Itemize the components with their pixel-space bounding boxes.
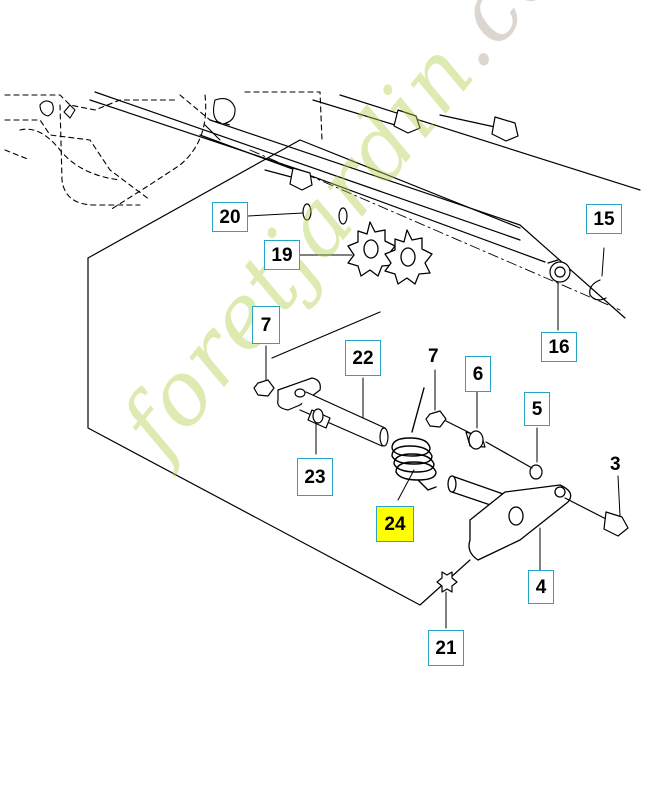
nut-7-left <box>253 379 275 397</box>
star-washer-21 <box>436 571 458 593</box>
callout-21[interactable]: 21 <box>428 630 464 666</box>
frame-left <box>87 257 421 606</box>
bracket-plate <box>277 377 389 447</box>
upper-shaft-line <box>94 91 521 241</box>
leader-lines <box>247 212 621 629</box>
housing-outline <box>4 91 323 211</box>
washer-5 <box>529 464 543 480</box>
callout-7-left[interactable]: 7 <box>252 306 280 344</box>
frame-inner <box>271 311 381 359</box>
lever-arm-4 <box>447 475 572 561</box>
callout-19[interactable]: 19 <box>264 240 300 270</box>
nut-7-right <box>425 410 447 428</box>
sprocket-19b <box>384 229 433 285</box>
bushing-16 <box>547 259 571 283</box>
clip-15 <box>589 279 607 301</box>
bolt-3 <box>564 497 629 537</box>
torsion-spring-24 <box>391 387 437 491</box>
callout-16[interactable]: 16 <box>541 332 577 362</box>
callout-5[interactable]: 5 <box>524 392 550 426</box>
bolt-upper-left <box>264 167 313 191</box>
callout-23[interactable]: 23 <box>297 458 333 496</box>
label-7-right: 7 <box>428 346 439 367</box>
mid-axle-line <box>209 119 626 319</box>
upper-shaft-line-2 <box>89 99 301 171</box>
callout-6[interactable]: 6 <box>465 356 491 392</box>
rear-shaft-line <box>339 94 641 191</box>
callout-24[interactable]: 24 <box>376 506 414 542</box>
callout-15[interactable]: 15 <box>586 204 622 234</box>
label-3: 3 <box>610 454 621 475</box>
callout-4[interactable]: 4 <box>528 570 554 604</box>
callout-20[interactable]: 20 <box>212 202 248 232</box>
washer-20b <box>338 207 348 225</box>
callout-22[interactable]: 22 <box>345 340 381 376</box>
frame-outline <box>87 139 521 259</box>
bolt-top-1 <box>312 99 421 134</box>
sprocket-19a <box>347 221 396 277</box>
washer-20a <box>302 203 312 221</box>
bolt-top-2 <box>439 114 519 142</box>
mid-axle-line-2 <box>199 134 546 263</box>
